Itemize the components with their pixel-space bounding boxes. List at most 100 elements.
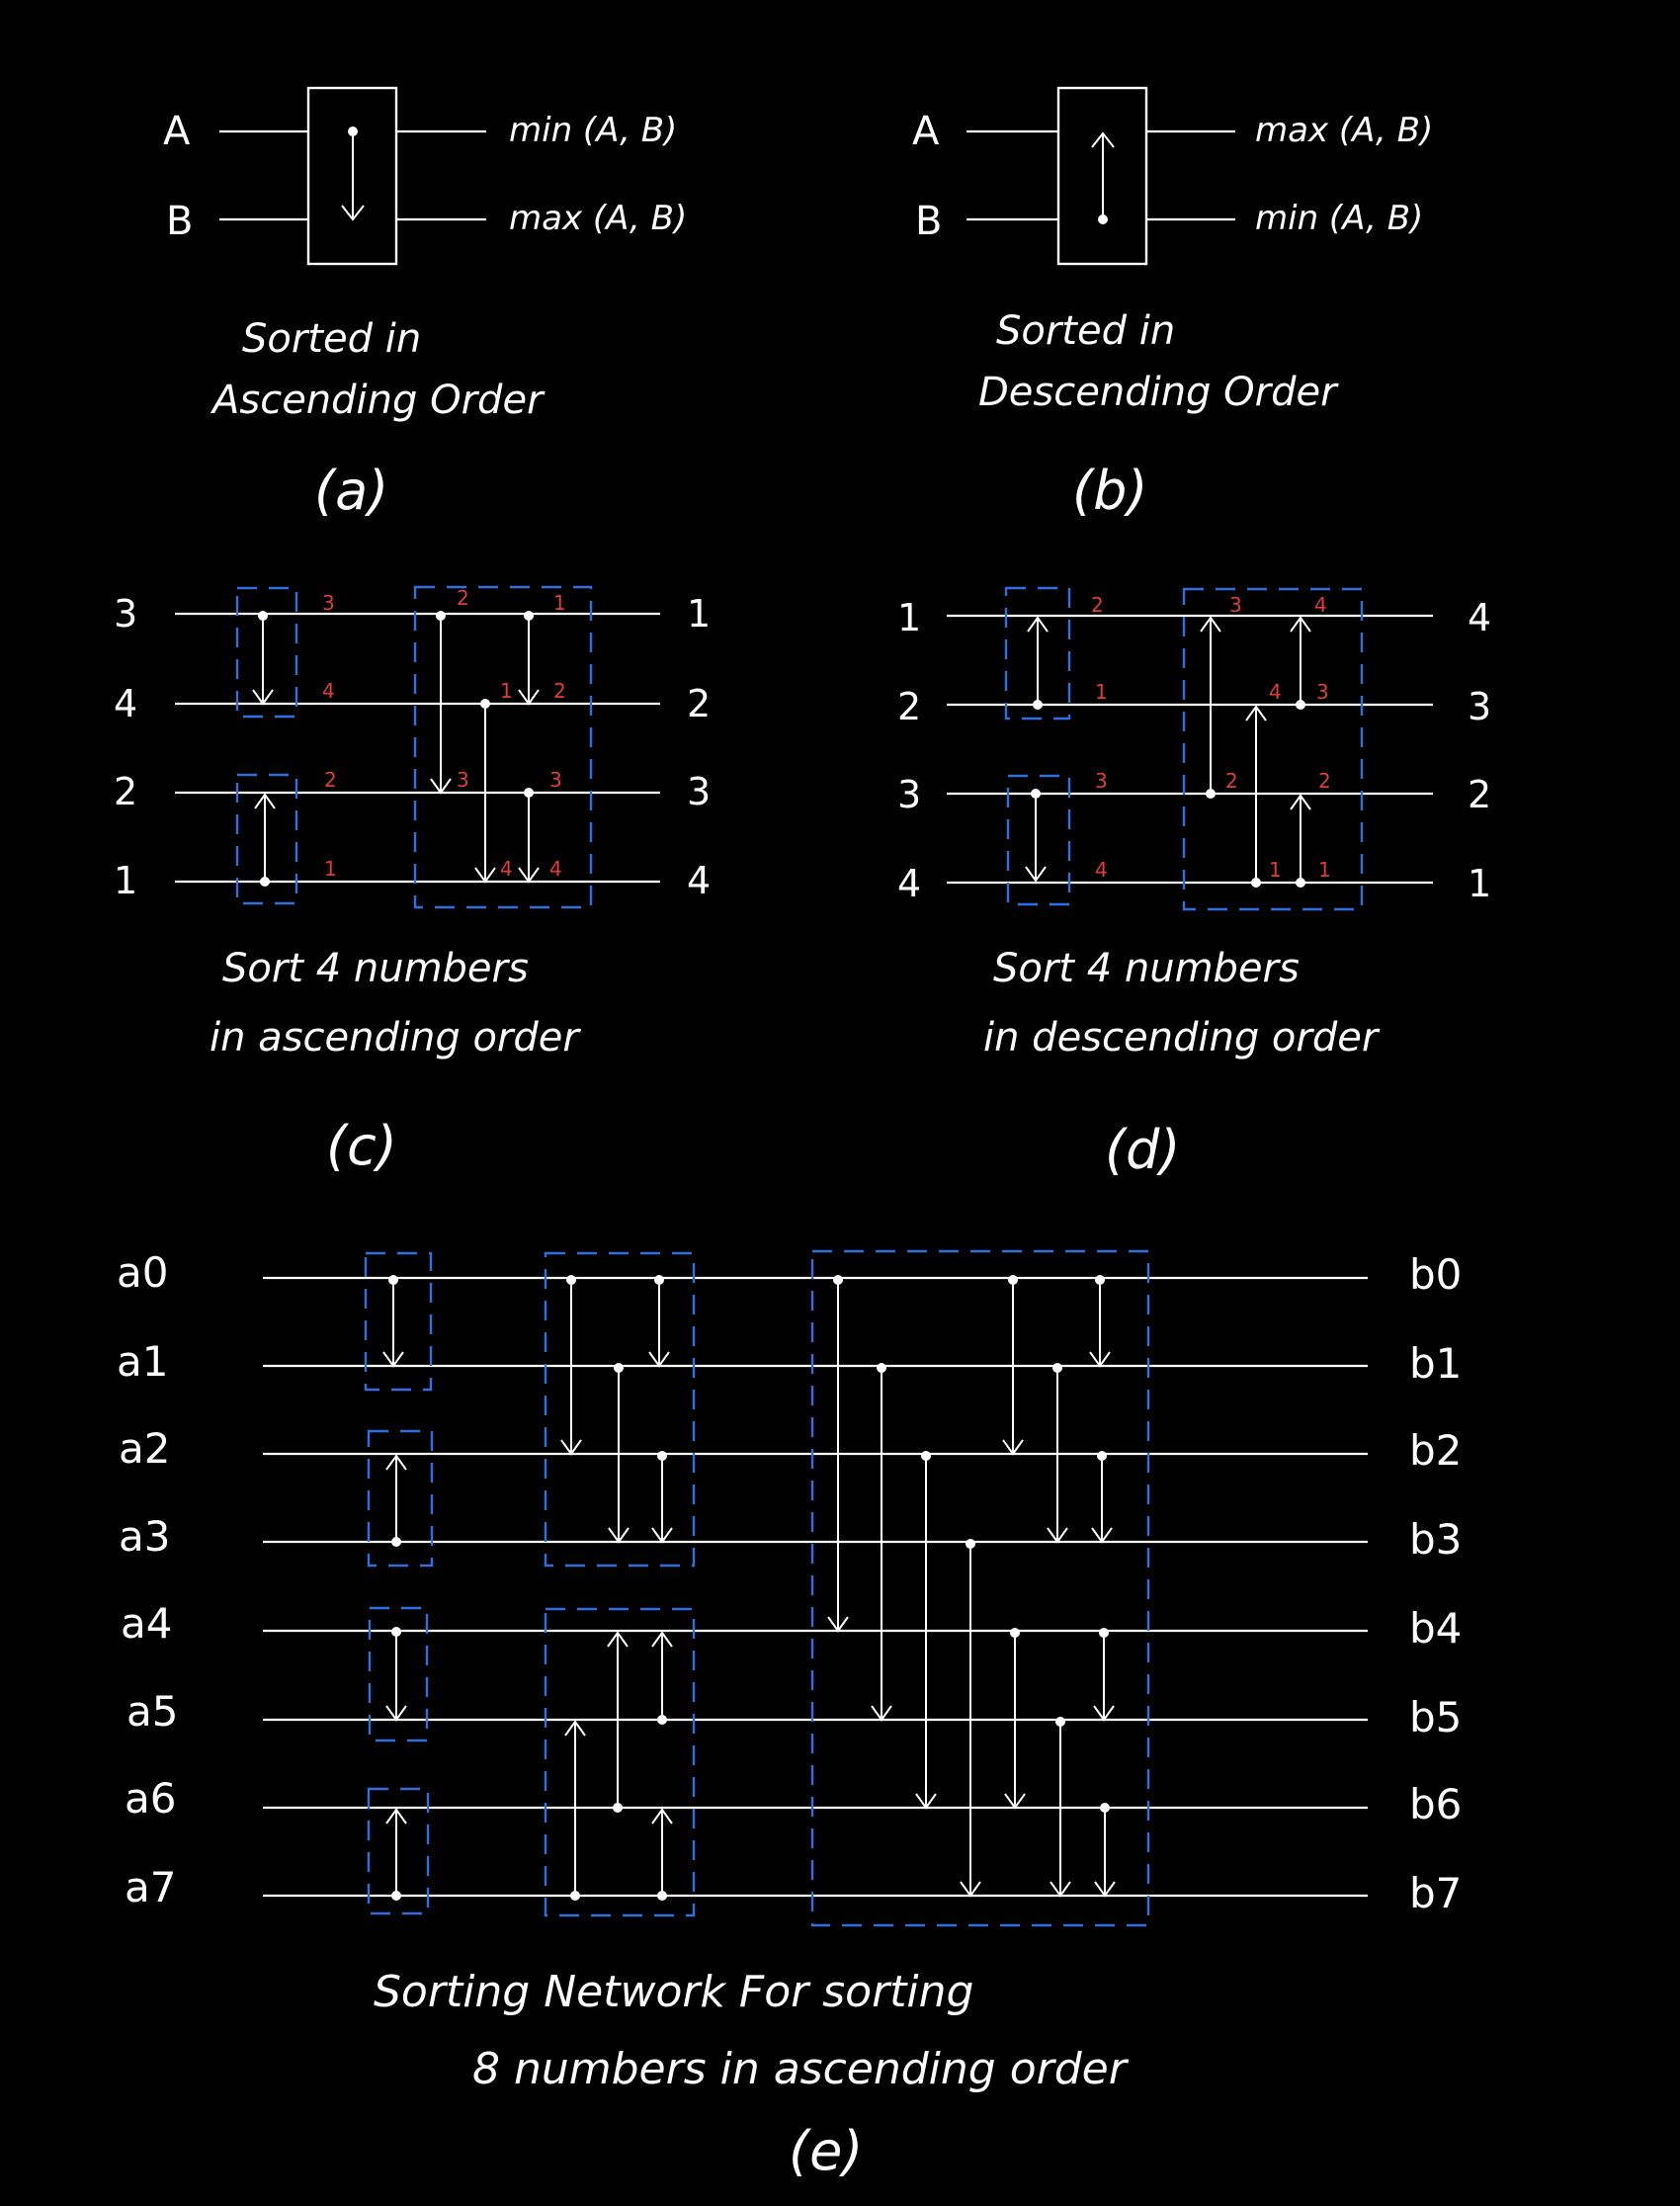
b-panel-tag: (b) xyxy=(1072,460,1147,522)
e-output-3: b3 xyxy=(1409,1515,1462,1564)
e-input-3: a3 xyxy=(119,1512,170,1561)
d-annotation: 4 xyxy=(1269,680,1282,704)
a-input-b-label: B xyxy=(166,199,193,244)
c-group-box-3 xyxy=(413,585,593,909)
d-caption-line2: in descending order xyxy=(983,1015,1381,1061)
c-output-1: 2 xyxy=(687,682,711,725)
d-down-arrow-icon xyxy=(1025,866,1047,883)
e-input-5: a5 xyxy=(126,1687,178,1736)
e-input-0: a0 xyxy=(117,1248,168,1297)
panel-b: A B max (A, B) min (A, B) Sorted in Desc… xyxy=(912,86,1433,522)
e-down-arrow-icon xyxy=(915,1793,937,1810)
e-up-arrow-icon xyxy=(385,1454,407,1471)
e-caption-line2: 8 numbers in ascending order xyxy=(472,2044,1130,2094)
b-comparator-box xyxy=(1056,86,1148,266)
d-annotation: 2 xyxy=(1318,769,1331,793)
d-input-2: 3 xyxy=(897,773,921,816)
d-up-arrow-icon xyxy=(1290,794,1311,810)
c-down-arrow-icon xyxy=(430,778,452,795)
e-down-arrow-icon xyxy=(960,1881,981,1898)
e-down-arrow-icon xyxy=(560,1439,582,1456)
e-up-arrow-icon xyxy=(564,1720,586,1737)
e-output-0: b0 xyxy=(1409,1250,1462,1299)
panel-e: a0 a1 a2 a3 a4 a5 a6 a7 b0 b1 b2 b3 b4 b… xyxy=(117,1248,1462,2182)
e-group-box-stage3 xyxy=(810,1249,1150,1927)
c-annotation: 2 xyxy=(324,768,337,792)
d-panel-tag: (d) xyxy=(1105,1119,1180,1181)
c-down-arrow-icon xyxy=(252,689,274,706)
c-output-3: 4 xyxy=(687,859,711,902)
c-output-0: 1 xyxy=(687,592,711,636)
e-down-arrow-icon xyxy=(1093,1705,1115,1722)
c-annotation: 2 xyxy=(553,679,566,703)
e-down-arrow-icon xyxy=(651,1527,673,1544)
e-group-box-stage2-a xyxy=(544,1251,696,1568)
b-input-b-label: B xyxy=(915,199,942,244)
panel-d: 1 2 3 4 4 3 2 1 xyxy=(897,586,1491,1181)
e-panel-tag: (e) xyxy=(789,2120,863,2182)
e-down-arrow-icon xyxy=(385,1705,407,1722)
a-output-bottom-label: max (A, B) xyxy=(509,199,687,238)
c-input-1: 4 xyxy=(114,682,137,725)
d-annotation: 1 xyxy=(1095,680,1108,704)
e-output-5: b5 xyxy=(1409,1693,1462,1741)
e-down-arrow-icon xyxy=(382,1351,404,1368)
e-group-box-stage2-b xyxy=(544,1607,696,1917)
c-annotation: 3 xyxy=(549,768,562,792)
d-group-box-3 xyxy=(1182,587,1364,911)
c-annotation: 1 xyxy=(500,679,513,703)
c-annotation: 1 xyxy=(553,591,566,615)
e-down-arrow-icon xyxy=(1050,1881,1071,1898)
d-up-arrow-icon xyxy=(1200,616,1221,633)
e-output-4: b4 xyxy=(1409,1604,1462,1653)
panel-c: 3 4 2 1 1 2 3 4 xyxy=(114,585,711,1177)
c-down-arrow-icon xyxy=(474,867,496,884)
e-down-arrow-icon xyxy=(1094,1881,1116,1898)
e-group-box-stage1-b xyxy=(367,1429,434,1568)
d-output-1: 3 xyxy=(1468,685,1491,728)
e-down-arrow-icon xyxy=(827,1616,849,1633)
a-output-top-label: min (A, B) xyxy=(509,111,677,150)
c-down-arrow-icon xyxy=(518,689,540,706)
c-annotation: 4 xyxy=(549,857,562,881)
d-annotation: 1 xyxy=(1318,858,1331,882)
d-input-0: 1 xyxy=(897,596,921,639)
d-input-3: 4 xyxy=(897,862,921,905)
c-annotation: 4 xyxy=(322,679,335,703)
d-annotation: 3 xyxy=(1229,593,1242,617)
e-up-arrow-icon xyxy=(607,1631,629,1648)
c-output-2: 3 xyxy=(687,770,711,813)
e-up-arrow-icon xyxy=(385,1808,407,1824)
a-comparator-box xyxy=(306,86,398,266)
c-input-2: 2 xyxy=(114,770,137,813)
d-output-0: 4 xyxy=(1468,596,1491,639)
d-up-arrow-icon xyxy=(1245,705,1267,721)
d-input-1: 2 xyxy=(897,685,921,728)
a-panel-tag: (a) xyxy=(314,460,388,522)
c-annotation: 3 xyxy=(457,768,469,792)
e-input-7: a7 xyxy=(125,1863,176,1911)
c-input-3: 1 xyxy=(114,859,137,902)
e-up-arrow-icon xyxy=(651,1808,673,1824)
b-output-top-label: max (A, B) xyxy=(1255,111,1433,150)
c-input-0: 3 xyxy=(114,592,137,636)
e-down-arrow-icon xyxy=(608,1527,630,1544)
d-output-2: 2 xyxy=(1468,773,1491,816)
d-output-3: 1 xyxy=(1468,862,1491,905)
e-down-arrow-icon xyxy=(871,1705,892,1722)
b-caption-line2: Descending Order xyxy=(978,370,1339,415)
e-caption-line1: Sorting Network For sorting xyxy=(374,1967,973,2017)
e-input-1: a1 xyxy=(117,1337,168,1386)
e-output-6: b6 xyxy=(1409,1780,1462,1828)
c-caption-line1: Sort 4 numbers xyxy=(222,946,529,991)
b-output-bottom-label: min (A, B) xyxy=(1255,199,1423,238)
b-input-a-label: A xyxy=(912,109,940,154)
d-annotation: 3 xyxy=(1316,680,1329,704)
d-caption-line1: Sort 4 numbers xyxy=(993,946,1300,991)
e-output-2: b2 xyxy=(1409,1426,1462,1475)
c-caption-line2: in ascending order xyxy=(210,1015,581,1061)
e-down-arrow-icon xyxy=(648,1351,670,1368)
c-annotation: 1 xyxy=(324,857,337,881)
e-up-arrow-icon xyxy=(651,1631,673,1648)
